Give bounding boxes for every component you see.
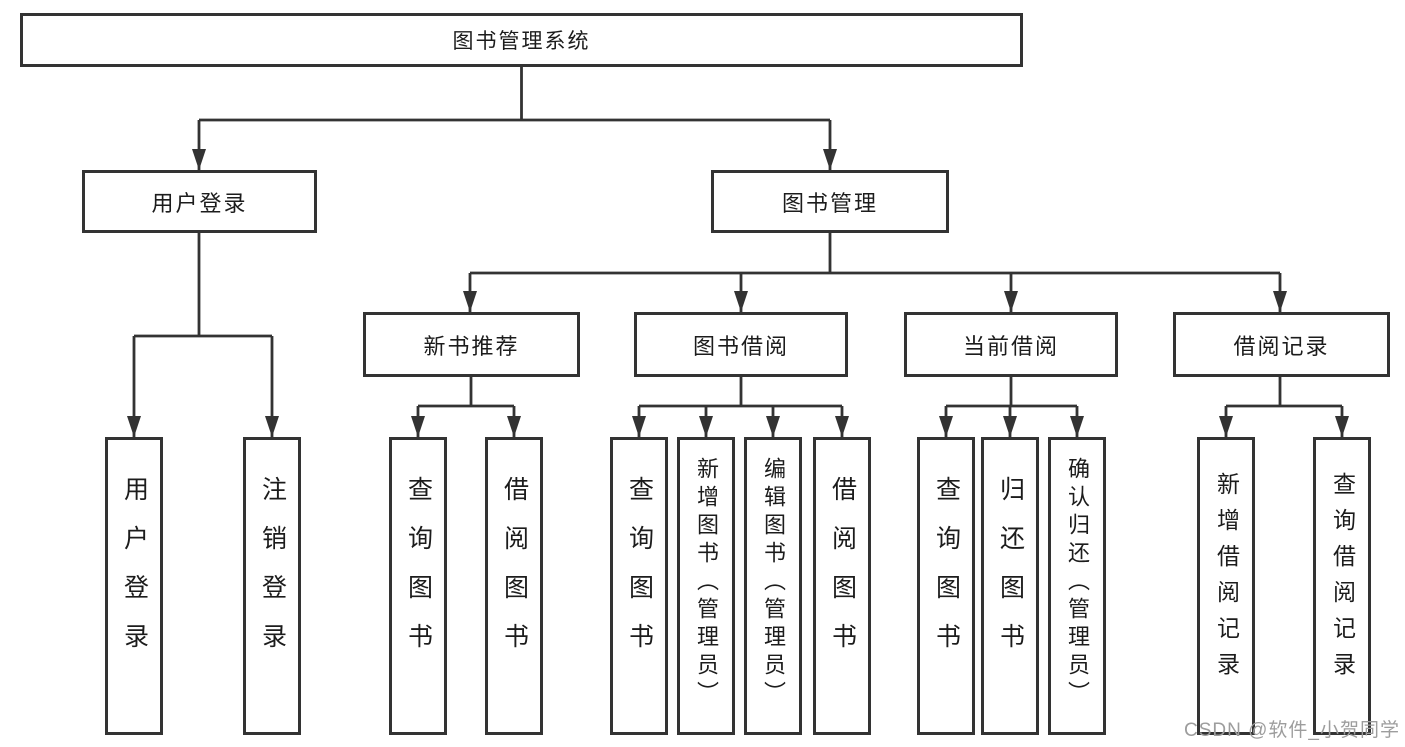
node-user-login: 用户登录 [82, 170, 317, 233]
node-current-borrowing: 当前借阅 [904, 312, 1118, 377]
leaf-label: 用户登录 [120, 476, 149, 672]
leaf-confirm-return-admin: 确认归还（管理员） [1048, 437, 1106, 735]
leaf-label: 新增借阅记录 [1213, 472, 1240, 688]
leaf-label: 确认归还（管理员） [1065, 457, 1090, 709]
csdn-watermark: CSDN @软件_小贺同学 [1184, 720, 1400, 741]
leaf-query-borrow-record: 查询借阅记录 [1313, 437, 1371, 735]
leaf-add-borrow-record: 新增借阅记录 [1197, 437, 1255, 735]
leaf-label: 查询图书 [932, 476, 961, 672]
leaf-label: 借阅图书 [828, 476, 857, 672]
node-borrowing-records: 借阅记录 [1173, 312, 1390, 377]
leaf-user-login: 用户登录 [105, 437, 163, 735]
node-book-borrowing: 图书借阅 [634, 312, 848, 377]
leaf-label: 查询借阅记录 [1329, 472, 1356, 688]
leaf-query-books-borrowing: 查询图书 [610, 437, 668, 735]
leaf-label: 借阅图书 [500, 476, 529, 672]
node-library-management-system: 图书管理系统 [20, 13, 1023, 67]
leaf-label: 归还图书 [996, 476, 1025, 672]
leaf-label: 查询图书 [404, 476, 433, 672]
leaf-query-books-recommend: 查询图书 [389, 437, 447, 735]
leaf-logout-login: 注销登录 [243, 437, 301, 735]
node-new-book-recommend: 新书推荐 [363, 312, 580, 377]
node-book-management: 图书管理 [711, 170, 949, 233]
leaf-borrow-books-recommend: 借阅图书 [485, 437, 543, 735]
leaf-label: 查询图书 [625, 476, 654, 672]
leaf-add-book-admin: 新增图书（管理员） [677, 437, 735, 735]
leaf-query-books-current: 查询图书 [917, 437, 975, 735]
leaf-label: 编辑图书（管理员） [761, 457, 786, 709]
leaf-edit-book-admin: 编辑图书（管理员） [744, 437, 802, 735]
leaf-return-books: 归还图书 [981, 437, 1039, 735]
leaf-label: 注销登录 [258, 476, 287, 672]
leaf-borrow-books: 借阅图书 [813, 437, 871, 735]
leaf-label: 新增图书（管理员） [694, 457, 719, 709]
